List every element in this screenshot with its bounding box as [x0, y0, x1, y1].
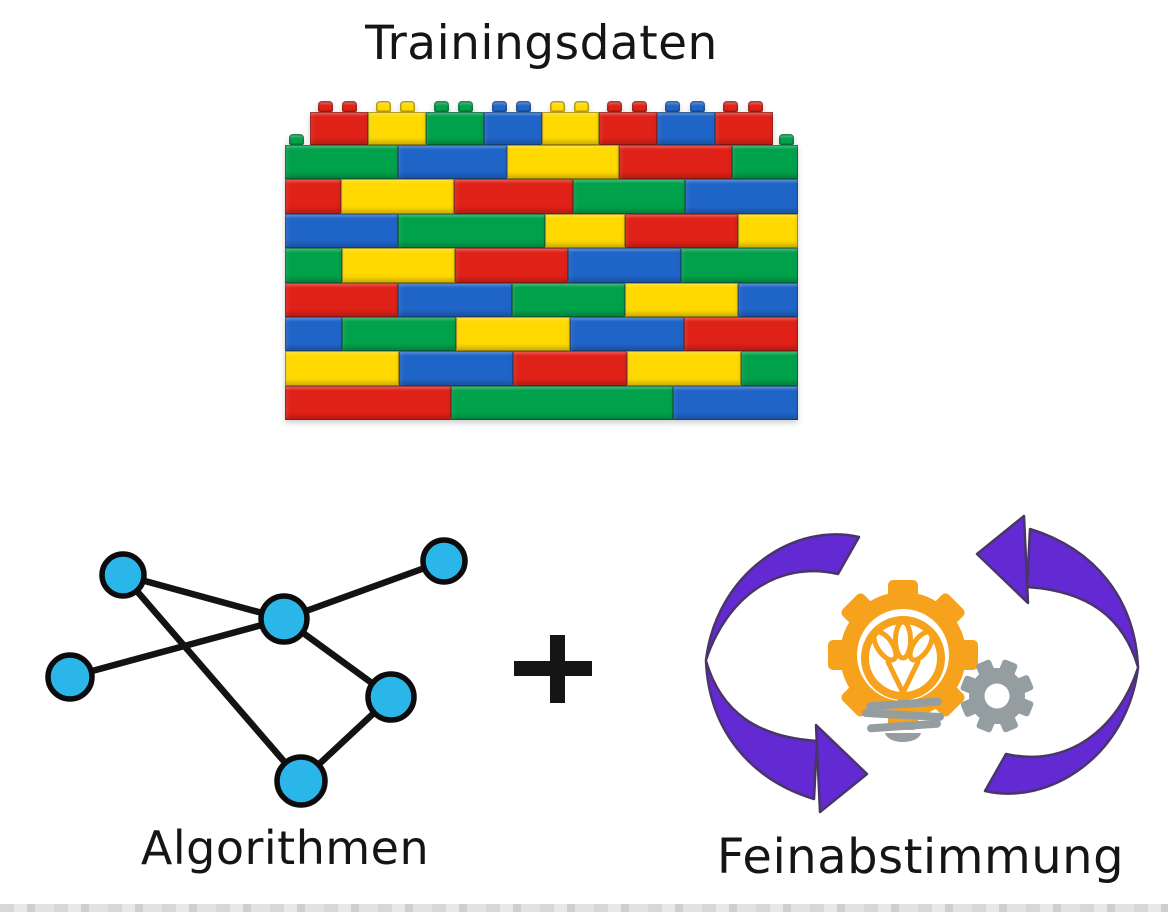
plus-symbol: + [500, 620, 501, 621]
label-feinabstimmung: Feinabstimmung [716, 829, 1125, 885]
lego-brick-blue [399, 351, 513, 386]
lego-brick-blue [397, 145, 507, 180]
graph-node [274, 754, 328, 808]
lego-brick-row [285, 282, 799, 317]
graph-edge [119, 571, 288, 623]
lego-brick-red [285, 282, 399, 317]
lego-stud [318, 101, 334, 112]
lego-brick-green [285, 248, 342, 283]
lego-brick-red [624, 213, 739, 249]
lego-stud [400, 101, 416, 112]
lego-stud [689, 101, 705, 112]
lego-brick-red [453, 179, 573, 214]
lego-brick-red [310, 101, 368, 145]
lego-brick-blue [685, 179, 798, 214]
small-gear-icon [960, 659, 1034, 733]
lego-brick-row [285, 213, 799, 249]
graph-node [258, 593, 310, 645]
lego-brick-yellow [627, 351, 741, 386]
lego-stud [433, 101, 449, 112]
lego-brick-row [285, 145, 798, 180]
lego-brick-red [599, 101, 658, 145]
lego-wall [285, 100, 799, 420]
lego-stud [516, 101, 532, 112]
lego-brick-blue [570, 316, 684, 352]
lego-brick-red [513, 351, 627, 386]
lego-brick-row [285, 179, 798, 214]
lego-brick-row [285, 351, 798, 386]
lego-brick-red [285, 179, 342, 214]
lego-brick-yellow [341, 179, 454, 214]
lego-brick-row [285, 385, 798, 420]
label-algorithmen: Algorithmen [140, 821, 430, 875]
lego-brick-green [731, 145, 798, 180]
lego-brick-red [684, 316, 798, 352]
bottom-edge-strip [0, 904, 1168, 912]
lightbulb-icon [861, 616, 945, 702]
lego-brick-yellow [738, 213, 799, 249]
lego-brick-row [310, 101, 773, 145]
lego-brick-green [285, 145, 398, 180]
lego-stud [747, 101, 763, 112]
graph-edge [280, 557, 448, 623]
lego-brick-yellow [456, 316, 570, 352]
graph-edge [66, 615, 288, 681]
plus-vertical-bar [550, 635, 565, 703]
lego-brick-blue [568, 248, 682, 283]
lego-brick-green [342, 316, 456, 352]
lego-brick-blue [738, 282, 799, 317]
lego-brick-blue [285, 213, 399, 249]
lego-stud [375, 101, 391, 112]
lego-stud [779, 134, 794, 145]
lego-brick-row [285, 248, 799, 283]
lego-brick-yellow [285, 351, 399, 386]
lego-stud [458, 101, 474, 112]
graph-node [365, 671, 417, 723]
graph-node [420, 537, 468, 585]
lego-brick-blue [657, 101, 716, 145]
lego-brick-green [572, 179, 686, 214]
lego-brick-yellow [367, 101, 426, 145]
lego-stud [289, 134, 304, 145]
lego-brick-green [451, 385, 674, 420]
lego-brick-green [398, 213, 545, 249]
lego-brick-red [454, 248, 569, 283]
lego-stud [549, 101, 565, 112]
lego-brick-yellow [506, 145, 620, 180]
lego-brick-blue [398, 282, 512, 317]
lego-stud [723, 101, 739, 112]
lego-brick-red [285, 385, 452, 420]
lego-brick-green [511, 282, 625, 317]
lego-stud [631, 101, 647, 112]
lego-brick-row [285, 316, 798, 352]
graph-node [45, 652, 95, 702]
lego-stud [607, 101, 623, 112]
lego-brick-red [715, 101, 773, 145]
lego-brick-blue [483, 101, 542, 145]
title-trainingsdaten: Trainingsdaten [365, 16, 718, 71]
lego-brick-red [619, 145, 732, 180]
lego-brick-yellow [341, 248, 455, 283]
lego-brick-green [425, 101, 484, 145]
cycle-arrow-right-icon [975, 514, 1140, 795]
lego-stud [342, 101, 358, 112]
gear-lightbulb-icon [828, 580, 1034, 742]
graph-node [99, 551, 147, 599]
lego-brick-green [741, 351, 798, 386]
lego-stud [491, 101, 507, 112]
lego-stud [573, 101, 589, 112]
lego-stud [665, 101, 681, 112]
plus-icon: + [500, 620, 610, 720]
lego-brick-yellow [541, 101, 600, 145]
finetuning-cycle-icon [704, 514, 1140, 814]
lego-brick-yellow [544, 213, 625, 249]
bulb-screw-base-icon [862, 697, 944, 742]
lego-brick-yellow [624, 282, 739, 317]
lego-brick-blue [285, 316, 342, 352]
algorithm-graph [45, 537, 468, 808]
graph-edge [119, 571, 305, 785]
lego-brick-blue [673, 385, 798, 420]
lego-brick-green [681, 248, 799, 283]
